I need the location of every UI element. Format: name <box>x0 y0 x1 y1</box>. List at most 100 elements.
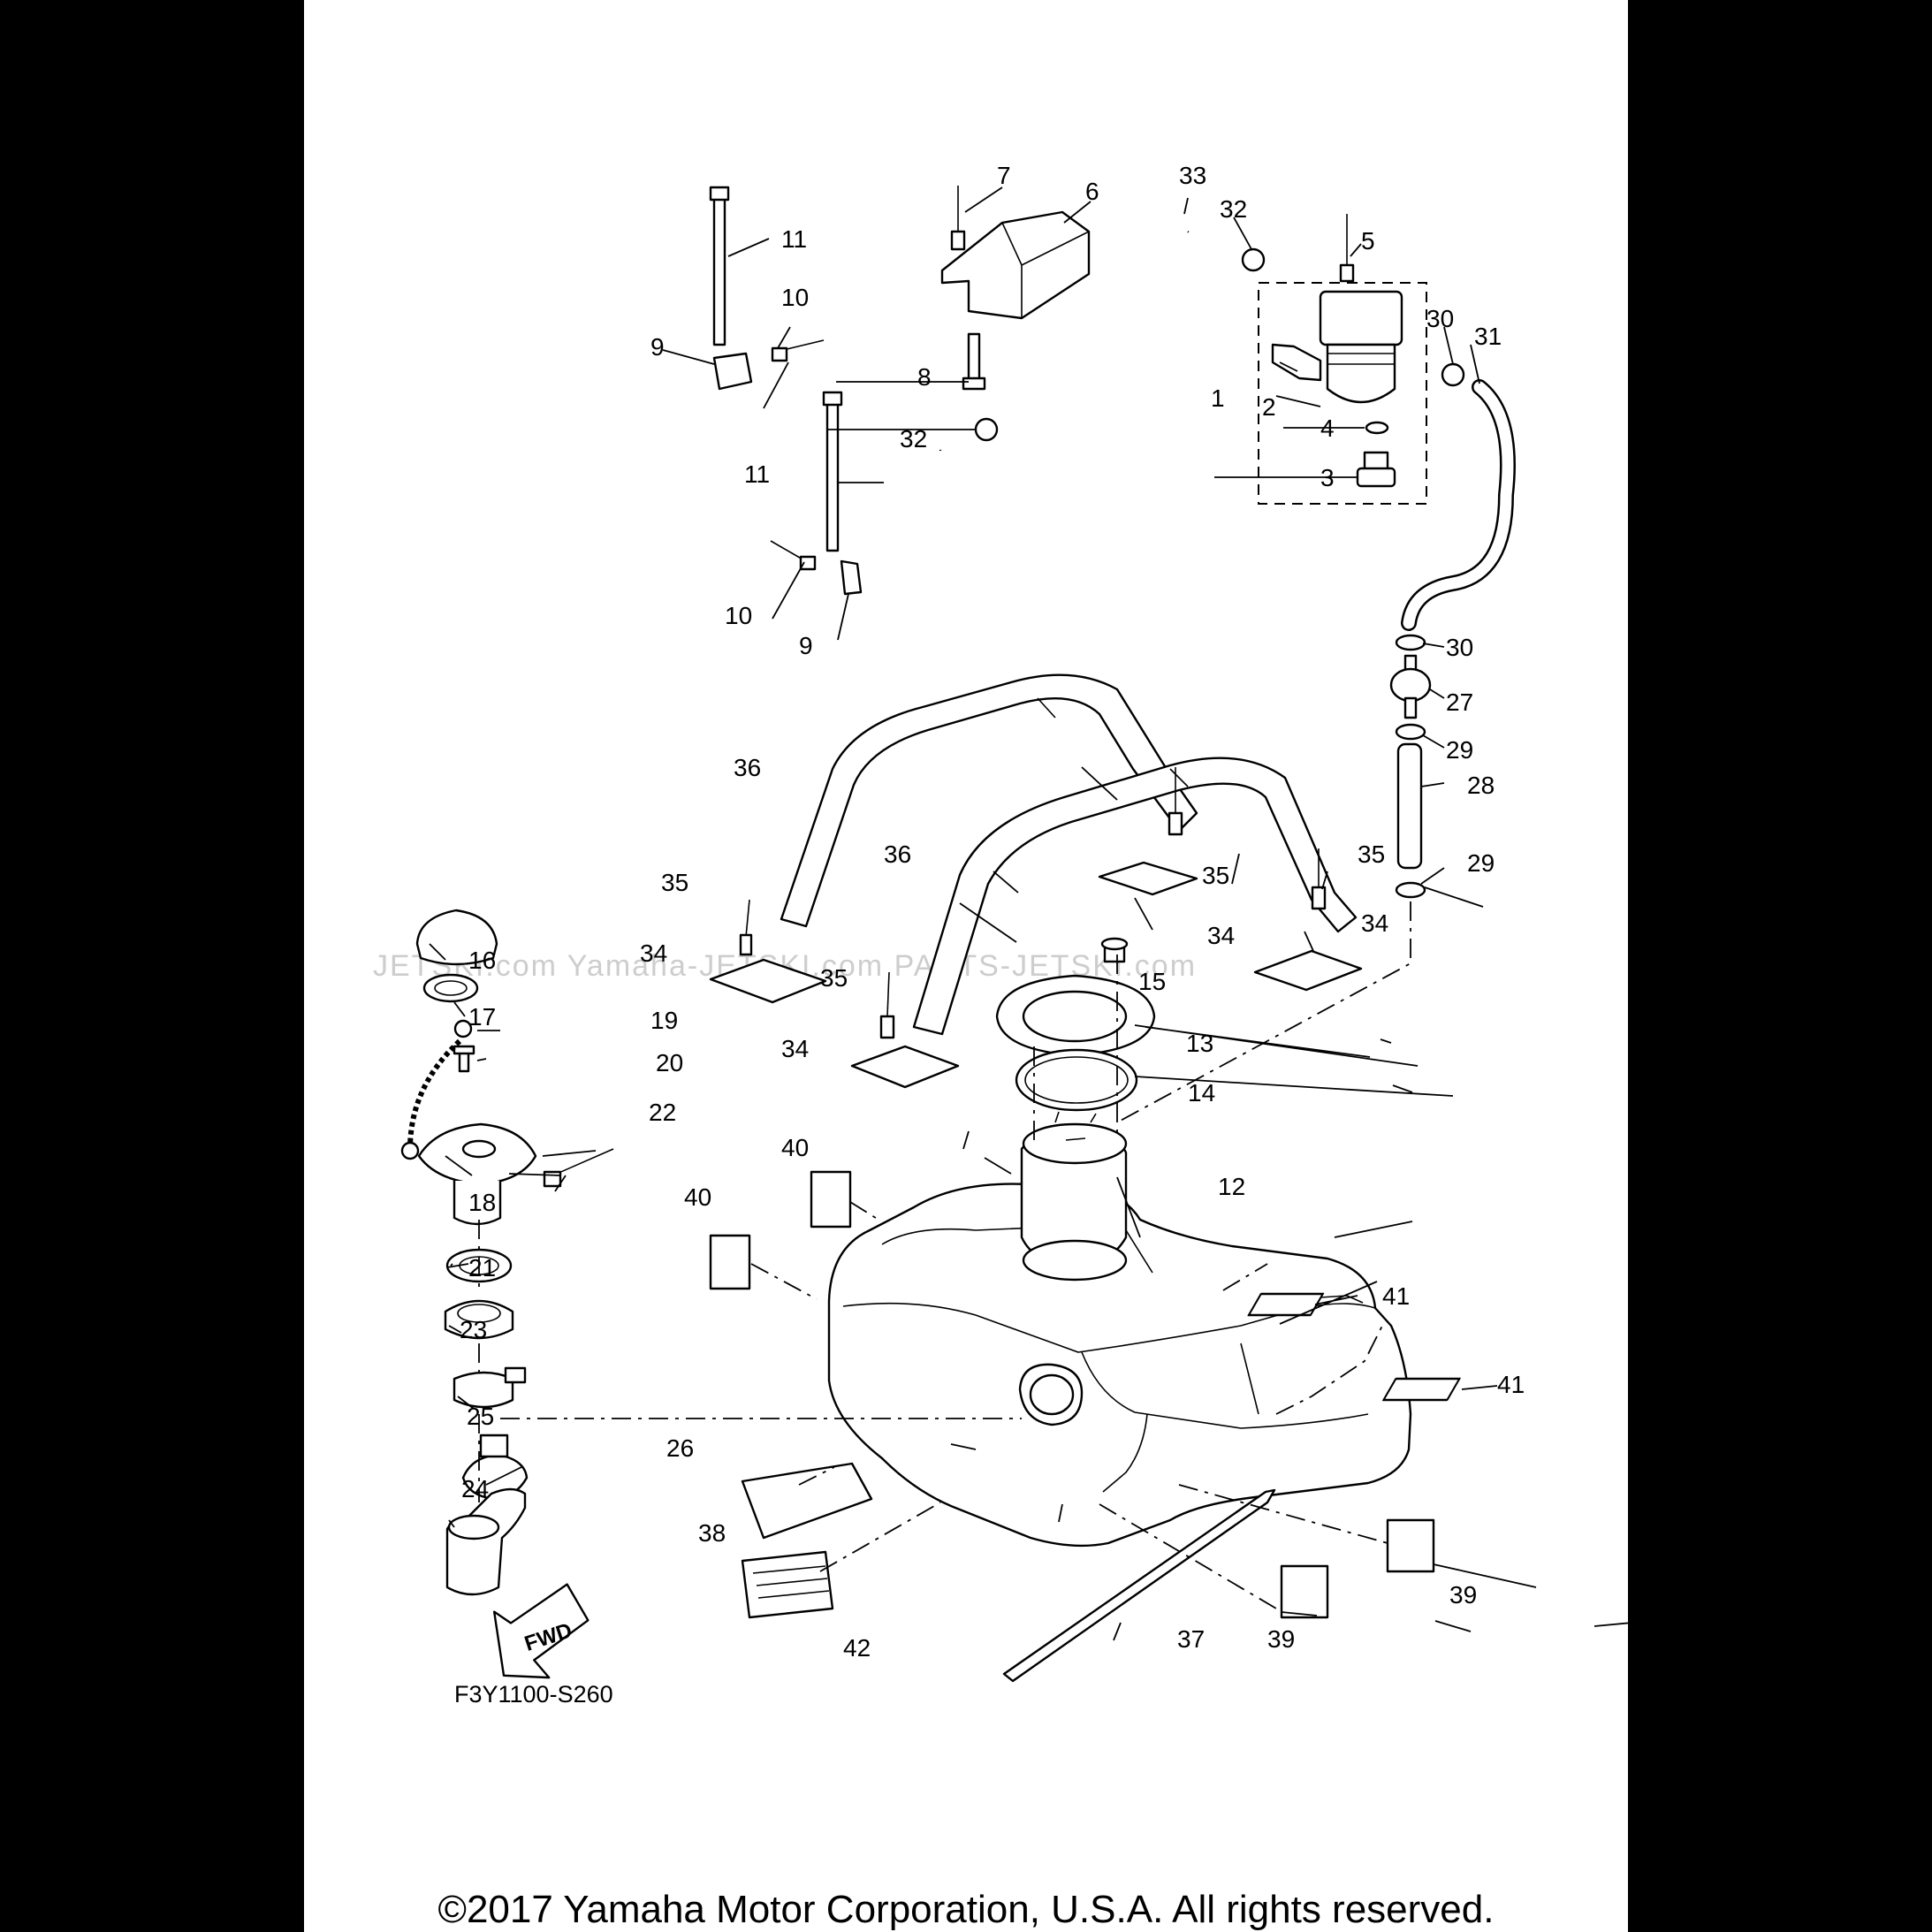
pad-40-upper <box>810 1170 852 1228</box>
filler-hose-24 <box>445 1487 527 1596</box>
callout-35-b: 35 <box>820 964 848 992</box>
callout-3: 3 <box>1320 464 1335 491</box>
o-ring-4 <box>1365 421 1389 435</box>
callout-39-upper: 39 <box>1449 1581 1477 1609</box>
bracket-34-left <box>709 958 827 1004</box>
pad-42 <box>741 1550 834 1619</box>
breather-hose-33-inner <box>935 208 1191 529</box>
hose-clip-29-lower <box>1395 881 1426 899</box>
gasket-17 <box>422 973 479 1003</box>
callout-38: 38 <box>698 1519 726 1547</box>
assembly-line-pads-left <box>750 1201 879 1300</box>
callout-36-front: 36 <box>884 840 911 868</box>
bolt-8 <box>962 332 986 391</box>
pad-40-lower <box>709 1234 751 1290</box>
screw-5 <box>1339 214 1355 283</box>
hose-clip-30-upper <box>1441 362 1465 387</box>
bracket-34-mid <box>850 1045 960 1089</box>
hose-clip-29-upper <box>1395 723 1426 741</box>
strap-36-front <box>912 757 1358 1036</box>
clamp-9-upper <box>712 352 753 391</box>
callout-14: 14 <box>1188 1079 1215 1107</box>
callout-40-upper: 40 <box>781 1134 809 1161</box>
retaining-ring-13 <box>995 974 1156 1057</box>
callout-36-rear: 36 <box>734 754 761 781</box>
leader-lines <box>429 186 1628 1641</box>
hose-clip-32-upper <box>1241 247 1266 272</box>
callout-16: 16 <box>468 947 496 974</box>
callout-10-upper: 10 <box>781 284 809 311</box>
assembly-line-pads-right <box>1222 1263 1383 1415</box>
fwd-arrow-icon: FWD <box>492 1583 589 1679</box>
rivet-10-upper <box>771 339 825 362</box>
callout-21: 21 <box>468 1254 496 1282</box>
callout-34-mid: 34 <box>781 1035 809 1062</box>
rivet-35-b <box>879 971 895 1039</box>
screw-20 <box>453 1045 475 1073</box>
inline-filter-27 <box>1389 654 1432 719</box>
pad-39-upper <box>1386 1518 1435 1573</box>
tank-filler-port <box>1018 1363 1084 1426</box>
callout-11-upper: 11 <box>781 225 807 253</box>
callout-41-upper: 41 <box>1382 1282 1410 1310</box>
callout-11-lower: 11 <box>744 460 770 488</box>
valve-15 <box>1100 937 1129 963</box>
rivet-10-lower <box>770 540 817 571</box>
fuel-tank-exploded-diagram: JETSKI.com Yamaha-JETSKI.com PARTS-JETSK… <box>373 162 1628 1683</box>
fuel-hose-28 <box>1396 742 1423 870</box>
fuel-tank-12 <box>827 1183 1412 1548</box>
callout-25: 25 <box>467 1403 494 1430</box>
chain-end-ring <box>400 1141 420 1160</box>
callout-34-right-upper: 34 <box>1207 922 1235 949</box>
rivet-35-a <box>739 899 753 956</box>
callout-13: 13 <box>1186 1030 1213 1057</box>
hose-clip-30-lower <box>1395 634 1426 651</box>
pad-38 <box>741 1462 873 1540</box>
callout-1: 1 <box>1211 384 1225 412</box>
hose-clip-32-lower <box>974 417 999 442</box>
callout-2: 2 <box>1262 393 1276 421</box>
callout-29-lower: 29 <box>1467 849 1495 877</box>
callout-19: 19 <box>650 1007 678 1034</box>
pad-41-upper <box>1247 1292 1325 1317</box>
clamp-9-lower <box>840 559 863 596</box>
pad-39-lower <box>1280 1564 1329 1619</box>
callout-10-lower: 10 <box>725 602 752 629</box>
diagram-code: F3Y1100-S260 <box>454 1681 613 1708</box>
gasket-14 <box>1015 1048 1138 1112</box>
callout-30-upper: 30 <box>1426 305 1454 332</box>
fuel-hose-31 <box>1403 381 1514 629</box>
callout-35-a: 35 <box>661 869 688 896</box>
bracket-34-right-upper <box>1098 861 1198 896</box>
washer-19 <box>453 1019 473 1038</box>
callout-32-upper: 32 <box>1220 195 1247 223</box>
rivet-35-c <box>1168 767 1183 836</box>
parts-diagram-sheet: JETSKI.com Yamaha-JETSKI.com PARTS-JETSK… <box>304 0 1628 1932</box>
strip-37 <box>1002 1488 1276 1683</box>
callout-5: 5 <box>1361 227 1375 255</box>
hose-clamp-25 <box>453 1366 527 1409</box>
callout-33: 33 <box>1179 162 1206 189</box>
callout-39-lower: 39 <box>1267 1625 1295 1653</box>
callout-20: 20 <box>656 1049 683 1076</box>
nut-23 <box>444 1299 514 1340</box>
rivet-35-d <box>1311 848 1327 910</box>
cable-tie-11-upper <box>709 186 730 346</box>
pad-41-lower <box>1382 1377 1461 1402</box>
callout-24: 24 <box>461 1475 489 1502</box>
filter-cup-3 <box>1356 451 1396 488</box>
callout-30-lower: 30 <box>1446 634 1473 661</box>
filler-neck-18 <box>417 1122 537 1226</box>
callout-4: 4 <box>1320 415 1335 442</box>
callout-35-d: 35 <box>1358 840 1385 868</box>
callout-41-lower: 41 <box>1497 1371 1525 1398</box>
cover-6 <box>940 210 1091 320</box>
callout-numbers: 7 6 33 32 5 11 10 9 8 32 1 2 4 3 30 31 1… <box>460 162 1525 1662</box>
callout-8: 8 <box>917 363 932 391</box>
callout-26: 26 <box>666 1434 694 1462</box>
fuel-pump-sender <box>1020 1111 1128 1282</box>
callout-22: 22 <box>649 1099 676 1126</box>
callout-34-left: 34 <box>640 939 667 967</box>
callout-34-right-lower: 34 <box>1361 909 1388 937</box>
callout-7: 7 <box>997 162 1011 189</box>
